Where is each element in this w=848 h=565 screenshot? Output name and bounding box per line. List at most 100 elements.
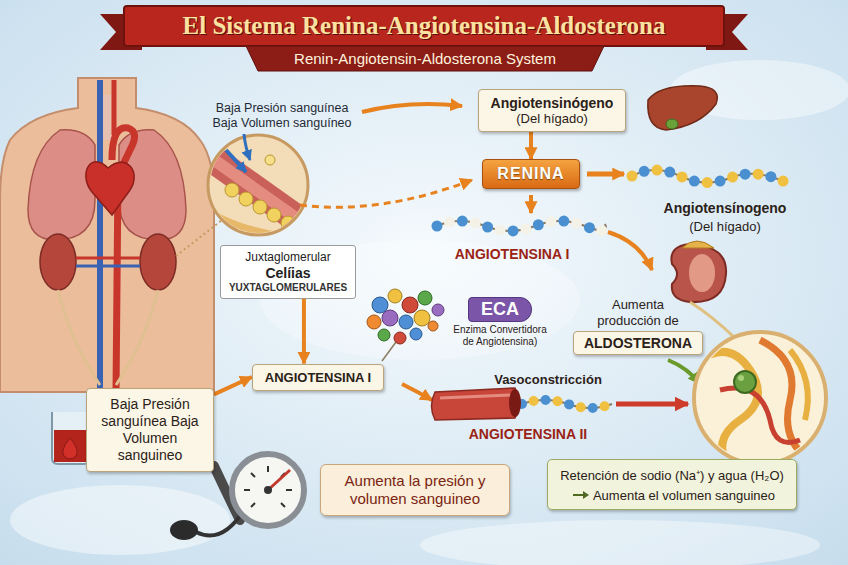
flow-arrow <box>529 195 533 213</box>
human-torso <box>86 162 134 215</box>
node-text: Enzima Convertidora de Angiotensina) <box>450 324 550 348</box>
node-text: Angiotensinógeno <box>491 95 614 111</box>
liver-icon <box>648 86 717 130</box>
nephron-magnifier <box>700 340 810 470</box>
node-text: Celíias <box>229 265 347 282</box>
juxtaglomerular-magnifier <box>200 150 320 235</box>
human-torso <box>116 257 140 260</box>
peptide-chain <box>632 170 785 183</box>
enzyme-molecule <box>394 332 406 344</box>
title-ribbon <box>124 6 724 46</box>
flow-arrow <box>214 377 252 394</box>
blood-vessel <box>440 395 510 398</box>
peptide-chain <box>632 170 785 183</box>
enzyme-molecule <box>367 289 444 344</box>
enzyme-molecule <box>418 291 432 305</box>
molecule-label: Angiotensínogeno <box>664 200 787 216</box>
flow-arrow <box>616 402 688 407</box>
arrow-symbol <box>573 494 584 496</box>
enzyme-box: RENINA <box>482 159 579 189</box>
peptide-chain <box>522 400 612 408</box>
juxtaglomerular-magnifier <box>253 200 267 214</box>
human-torso <box>0 78 214 392</box>
molecule-label: ANGIOTENSINA II <box>469 426 588 442</box>
liver-icon <box>666 119 678 129</box>
blood-vessel <box>432 388 519 420</box>
peptide-chain <box>522 400 612 408</box>
blood-beaker <box>63 438 77 459</box>
peptide-chain <box>437 221 606 231</box>
arrow-symbol <box>583 491 589 499</box>
result-box: Aumenta la presión y volumen sanguineo <box>320 464 510 516</box>
juxtaglomerular-magnifier <box>239 192 253 206</box>
nephron-magnifier <box>738 375 744 381</box>
juxtaglomerular-magnifier <box>225 183 239 197</box>
title-ribbon <box>100 6 748 71</box>
peptide-chain <box>632 170 785 183</box>
peptide-chain <box>437 221 606 231</box>
process-box: ANGIOTENSINA I <box>252 364 384 391</box>
nephron-magnifier <box>720 388 800 443</box>
result-box: Retención de sodio (Na⁺) y agua (H₂O)Aum… <box>547 459 797 510</box>
source-label: (Del hígado) <box>689 219 761 234</box>
kidney-section <box>671 241 735 338</box>
flow-arrow <box>529 132 533 160</box>
flow-arrow <box>244 134 250 160</box>
human-torso <box>116 290 158 385</box>
blood-beaker <box>52 412 90 464</box>
enzyme-molecule <box>388 289 402 303</box>
peptide-chain <box>437 221 606 231</box>
background <box>10 485 230 555</box>
arrow-symbol <box>572 490 590 500</box>
kidney-section <box>689 254 715 292</box>
nephron-magnifier <box>694 332 826 464</box>
flow-arrow <box>362 104 462 112</box>
node-text: Juxtaglomerular <box>229 250 347 264</box>
human-torso <box>103 95 111 140</box>
human-torso <box>112 80 117 135</box>
condition-label: Baja Presión sanguínea Baja Volumen sang… <box>207 101 357 131</box>
human-torso <box>76 265 100 268</box>
human-torso <box>140 234 176 290</box>
background <box>420 520 820 565</box>
node-text: RENINA <box>497 165 564 183</box>
human-torso <box>100 265 140 268</box>
node-text: Aumenta producción de <box>583 297 693 328</box>
node-text: Aumenta la presión y volumen sanguineo <box>335 472 495 508</box>
node-text: ANGIOTENSINA I <box>265 370 371 385</box>
nephron-magnifier <box>700 352 758 470</box>
blood-pressure-gauge <box>264 486 272 494</box>
blood-pressure-gauge <box>170 520 198 540</box>
effect-label: Vasoconstricción <box>494 372 602 387</box>
nephron-magnifier <box>694 332 826 470</box>
flow-arrow <box>587 172 624 177</box>
human-torso <box>97 80 103 392</box>
node-text: (Del hígado) <box>491 111 614 126</box>
enzyme-molecule <box>428 321 438 331</box>
juxtaglomerular-magnifier <box>200 150 320 235</box>
flow-arrow <box>302 299 306 364</box>
node-text: ALDOSTERONA <box>573 331 703 355</box>
enzyme-molecule <box>399 315 413 329</box>
juxtaglomerular-magnifier <box>200 150 320 240</box>
kidney-section <box>671 244 726 302</box>
node-text: Aumenta el volumen sanguineo <box>569 488 775 503</box>
condition-box: Baja Presión sanguínea Baja Volumen sang… <box>86 388 214 471</box>
juxtaglomerular-magnifier <box>281 216 295 230</box>
nephron-magnifier <box>734 371 756 393</box>
human-torso <box>76 257 116 260</box>
enzyme-tag: ECAEnzima Convertidora de Angiotensina) <box>450 297 550 348</box>
flow-arrow <box>382 342 396 361</box>
node-text: ECA <box>468 297 532 322</box>
blood-vessel <box>509 389 521 417</box>
juxtaglomerular-magnifier <box>226 150 246 172</box>
blood-beaker <box>52 412 90 464</box>
node-text: Baja Presión sanguínea Baja Volumen sang… <box>95 396 205 463</box>
molecule-label: ANGIOTENSINA I <box>455 246 570 262</box>
subtitle-text: Renin-Angiotensin-Aldosterona System <box>294 50 556 67</box>
blood-pressure-gauge <box>196 510 244 536</box>
enzyme-molecule <box>432 304 444 316</box>
